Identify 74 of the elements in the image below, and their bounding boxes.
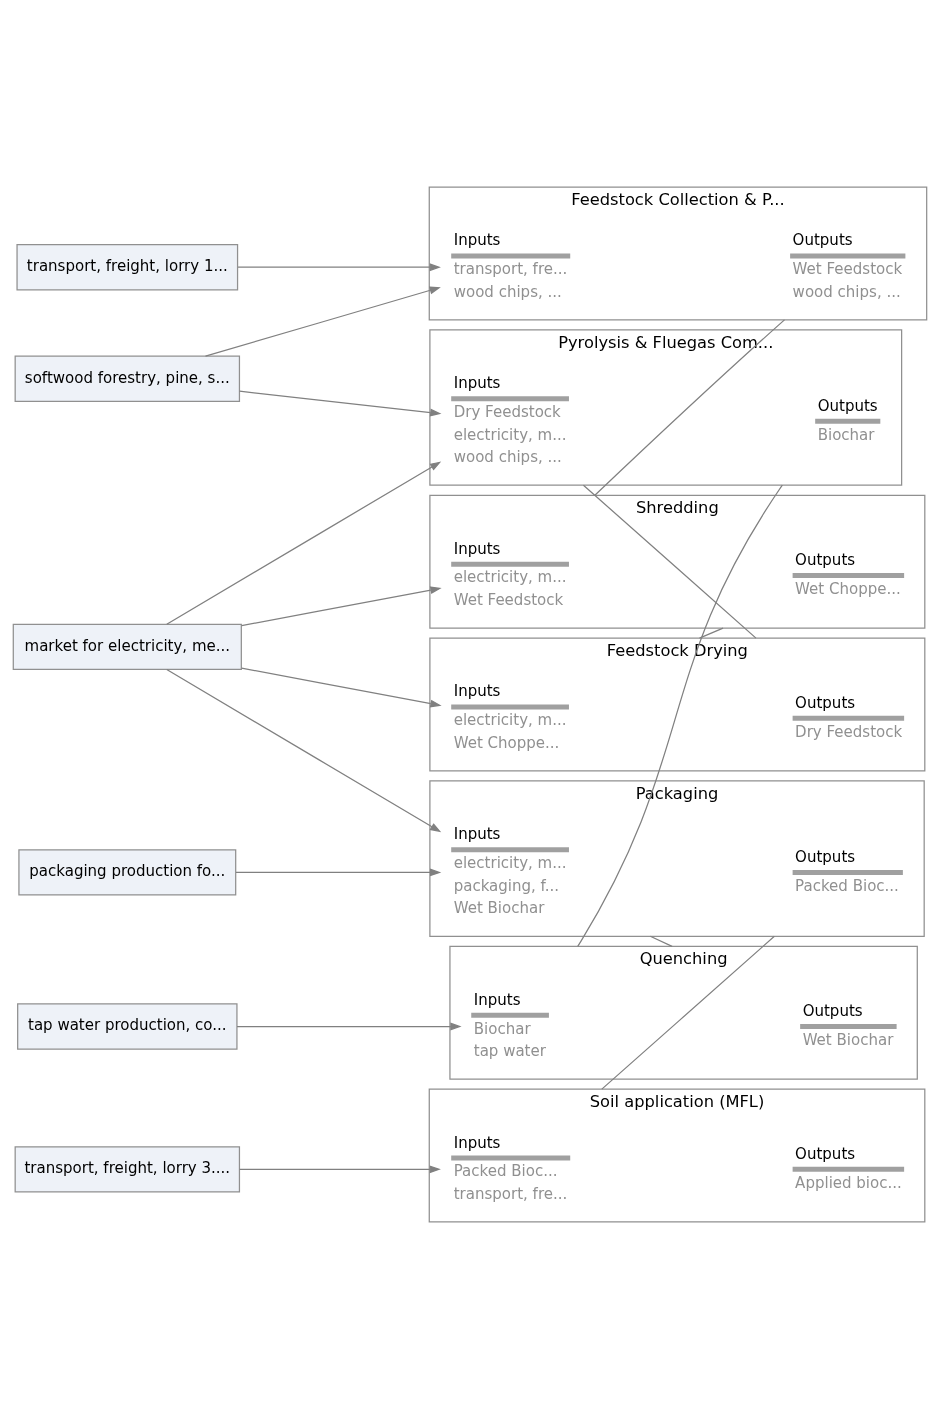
arrow xyxy=(204,286,441,357)
node-label: Outputs xyxy=(795,847,856,866)
node-label: Outputs xyxy=(817,396,878,415)
node-label: Inputs xyxy=(453,230,501,249)
node-label: Outputs xyxy=(795,1144,856,1163)
node-box xyxy=(792,572,905,578)
node-box: transport, freight, lorry 3.... xyxy=(14,1145,241,1192)
node-label: Packed Bioc... xyxy=(795,876,899,895)
connector xyxy=(649,935,673,947)
node-box xyxy=(451,704,569,709)
node-box xyxy=(451,846,569,852)
node-label: Wet Choppe... xyxy=(453,733,560,752)
node-box xyxy=(792,869,903,875)
connector xyxy=(577,484,783,947)
node-label: packaging, f... xyxy=(453,876,560,895)
node-label: Dry Feedstock xyxy=(453,402,561,421)
node-label: Inputs xyxy=(453,824,501,843)
node-label: Biochar xyxy=(473,1019,531,1038)
arrow xyxy=(166,460,442,625)
arrow xyxy=(241,666,442,707)
node-label: Wet Biochar xyxy=(453,898,545,917)
node-box: market for electricity, me... xyxy=(12,623,242,670)
arrow xyxy=(237,262,441,271)
node-label: Applied bioc... xyxy=(795,1173,902,1192)
node-label: Biochar xyxy=(817,425,875,444)
arrow xyxy=(235,867,442,876)
node-label: Wet Choppe... xyxy=(795,579,901,598)
node-box xyxy=(451,561,569,567)
node-label: wood chips, ... xyxy=(792,282,901,301)
node-label: electricity, m... xyxy=(453,425,567,444)
connector xyxy=(594,318,786,496)
node-box: softwood forestry, pine, s... xyxy=(14,355,241,402)
node-label: electricity, m... xyxy=(453,567,567,586)
node-label: Wet Biochar xyxy=(802,1030,894,1049)
node-box xyxy=(451,395,569,401)
node-label: Wet Feedstock xyxy=(453,590,564,609)
node-label: tap water xyxy=(473,1041,546,1060)
arrow xyxy=(238,390,442,416)
node-box xyxy=(792,1166,905,1172)
node-label: Outputs xyxy=(802,1001,863,1020)
node-box xyxy=(792,715,905,721)
node-box xyxy=(451,252,571,258)
node-label: Inputs xyxy=(453,681,501,700)
node-label: Outputs xyxy=(792,230,853,249)
node-label: electricity, m... xyxy=(453,710,567,729)
node-box xyxy=(451,1155,571,1161)
node-box: packaging production fo... xyxy=(18,848,237,896)
node-label: Wet Feedstock xyxy=(792,259,903,278)
node-label: Packed Bioc... xyxy=(453,1161,558,1180)
node-box: transport, freight, lorry 1... xyxy=(16,243,239,290)
node-label: wood chips, ... xyxy=(453,447,562,466)
node-label: transport, fre... xyxy=(453,259,568,278)
node-box xyxy=(815,418,881,424)
arrow xyxy=(236,1022,462,1030)
connector xyxy=(582,484,757,639)
node-label: electricity, m... xyxy=(453,853,567,872)
node-label: Inputs xyxy=(453,373,501,392)
node-label: Inputs xyxy=(453,539,501,558)
connector xyxy=(601,935,775,1090)
arrow xyxy=(166,668,442,832)
node-label: transport, fre... xyxy=(453,1184,568,1203)
arrow xyxy=(241,585,442,626)
node-label: Outputs xyxy=(795,693,856,712)
node-label: Outputs xyxy=(795,550,856,569)
connector xyxy=(698,626,724,639)
node-label: Inputs xyxy=(473,990,521,1009)
node-box xyxy=(471,1012,549,1018)
node-box xyxy=(790,252,906,258)
node-box xyxy=(800,1023,897,1029)
arrow xyxy=(238,1164,441,1173)
node-label: wood chips, ... xyxy=(453,282,562,301)
node-box: tap water production, co... xyxy=(17,1002,238,1050)
node-label: Dry Feedstock xyxy=(795,722,903,741)
node-label: Inputs xyxy=(453,1133,501,1152)
